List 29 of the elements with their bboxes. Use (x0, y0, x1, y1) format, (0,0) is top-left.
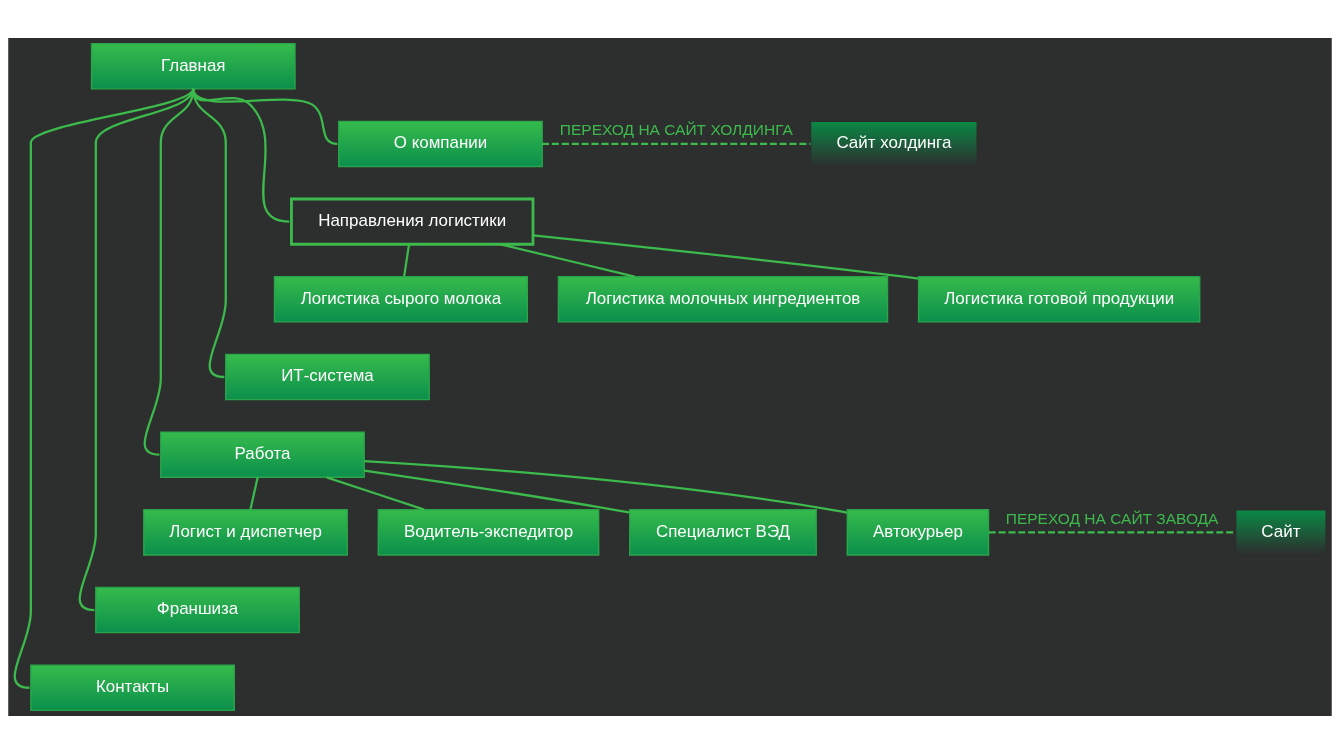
node-box: Франшиза (95, 586, 300, 634)
node-box: Сайт (1235, 509, 1327, 556)
connector (364, 469, 630, 514)
node-box: Логистика готовой продукции (917, 276, 1201, 323)
connector (542, 142, 811, 146)
connector (13, 88, 195, 689)
node-box: Контакты (30, 664, 235, 712)
edge-label: ПЕРЕХОД НА САЙТ ХОЛДИНГА (559, 121, 793, 139)
node-box: Направления логистики (290, 197, 535, 246)
connector (192, 88, 227, 379)
node-box: Специалист ВЭД (629, 509, 817, 556)
node-box: Автокурьер (846, 509, 990, 556)
node-box: Логист и диспетчер (143, 509, 348, 556)
connector (78, 88, 195, 612)
node-box: Водитель-экспедитор (377, 509, 600, 556)
connector (500, 243, 635, 278)
node-box: Логистика сырого молока (273, 276, 529, 323)
node-box: Главная (90, 42, 296, 90)
connector (988, 531, 1236, 534)
connector (532, 234, 919, 280)
connector (326, 476, 425, 511)
node-box: ИТ-система (225, 353, 430, 401)
connector (403, 244, 411, 277)
node-box: О компании (338, 120, 543, 168)
node-box: Работа (160, 431, 365, 478)
node-box: Логистика молочных ингредиентов (557, 276, 889, 323)
connector (364, 460, 848, 514)
edge-label: ПЕРЕХОД НА САЙТ ЗАВОДА (1005, 509, 1219, 527)
connector (249, 477, 259, 510)
